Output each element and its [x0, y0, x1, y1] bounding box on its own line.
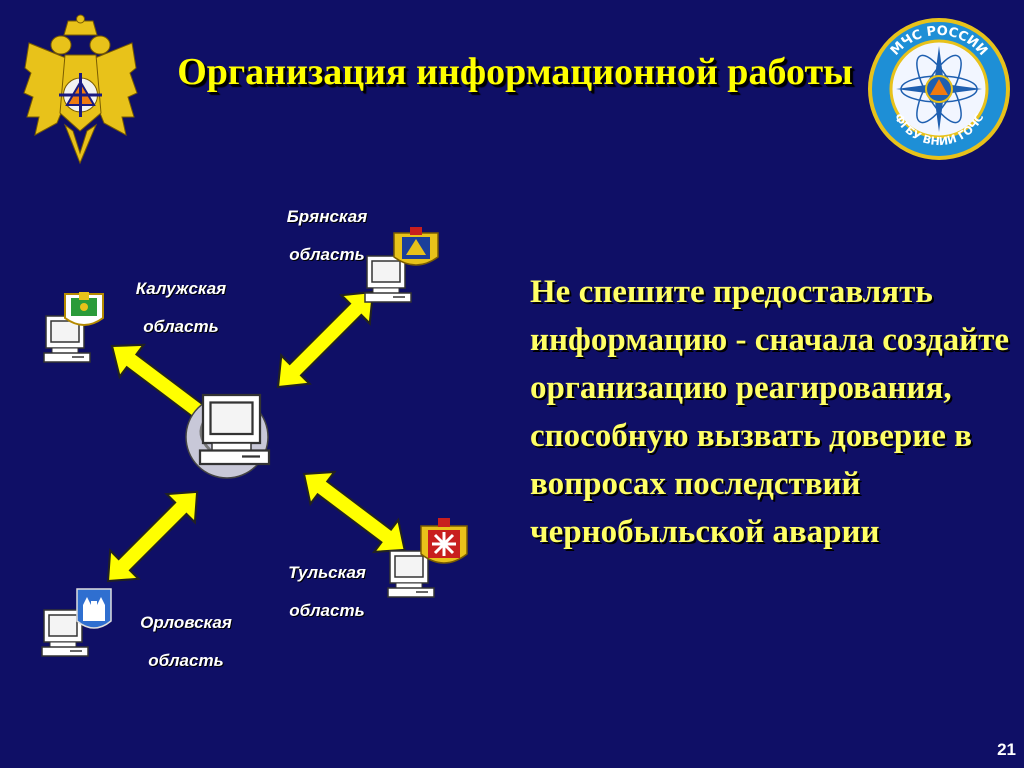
slide-number: 21 — [997, 740, 1016, 759]
label-kaluga-line1: Калужская — [135, 279, 227, 298]
label-orel: Орловская область — [116, 604, 256, 680]
label-kaluga-line2: область — [143, 317, 219, 336]
coat-of-arms-icon-bryansk — [393, 227, 439, 266]
label-orel-line2: область — [148, 651, 224, 670]
label-tula: Тульская область — [262, 554, 392, 630]
mchs-eagle-emblem-icon — [21, 13, 140, 170]
slide-title: Организация информационной работы — [177, 51, 853, 93]
label-tula-line2: область — [289, 601, 365, 620]
label-orel-line1: Орловская — [140, 613, 232, 632]
central-computer-icon — [185, 393, 271, 479]
label-bryansk-line2: область — [289, 245, 365, 264]
label-bryansk-line1: Брянская — [286, 207, 368, 226]
label-bryansk: Брянская область — [262, 198, 392, 274]
arrow-orel — [92, 476, 213, 597]
label-tula-line1: Тульская — [288, 563, 366, 582]
coat-of-arms-icon-kaluga — [64, 292, 104, 326]
arrow-tula — [290, 456, 418, 567]
coat-of-arms-icon-orel — [76, 588, 112, 629]
coat-of-arms-icon-tula — [420, 518, 468, 564]
key-message: Не спешите предоставлять информацию - сн… — [530, 274, 1010, 550]
label-kaluga: Калужская область — [108, 270, 254, 346]
mchs-round-emblem-icon: МЧС РОССИИ ФГБУ ВНИИ ГОЧС — [868, 18, 1010, 160]
